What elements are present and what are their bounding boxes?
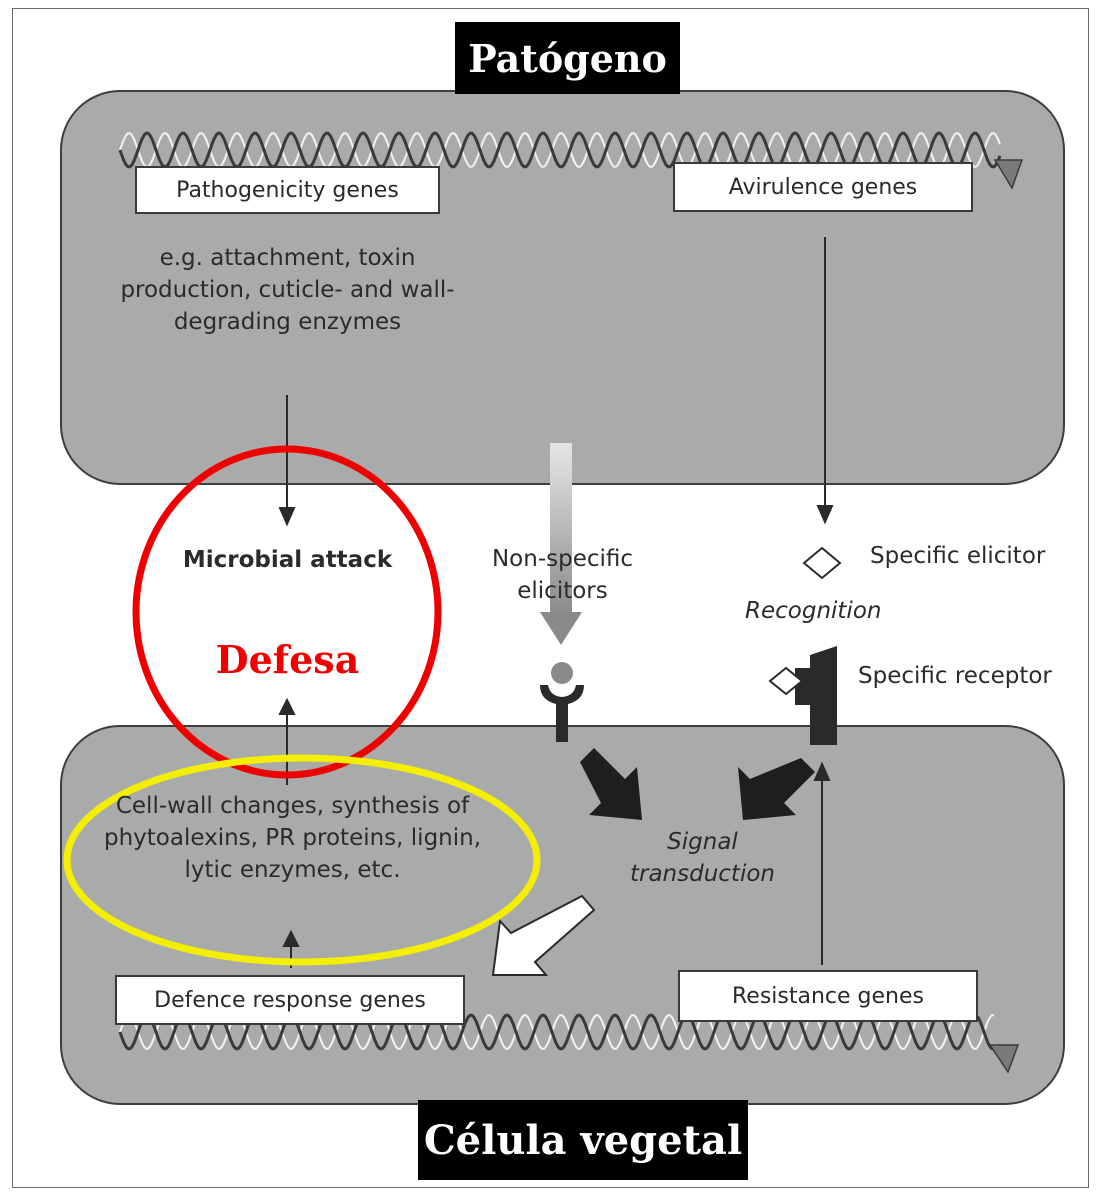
recognition-label: Recognition — [745, 598, 882, 624]
dna-strand — [118, 1013, 994, 1051]
dna-end-arrow — [993, 159, 1024, 190]
defence-products-highlight-yellow-ellipse — [63, 754, 541, 966]
figure-frame — [12, 8, 1089, 1188]
pathogenicity-genes-box: Pathogenicity genes — [135, 166, 440, 214]
receptor-to-signal-arrow-right — [738, 758, 815, 820]
defense-highlight-red-circle — [132, 445, 442, 779]
signal-to-defence-genes-arrow — [491, 894, 596, 976]
receptor-to-signal-arrow-left — [580, 748, 642, 820]
specific-elicitor-icon — [802, 546, 842, 580]
signal-transduction-label: Signal transduction — [629, 829, 775, 888]
specific-elicitor-label: Specific elicitor — [870, 543, 1046, 569]
dna-end-arrow — [988, 1044, 1020, 1074]
avirulence-to-elicitor-arrow — [816, 237, 834, 525]
defence-products-label: Cell-wall changes, synthesis of phytoale… — [103, 793, 482, 884]
non-specific-elicitors-label: Non-specific elicitors — [491, 546, 634, 605]
defense-annotation: Defesa — [215, 637, 360, 682]
non-specific-receptor-icon — [540, 662, 584, 742]
avirulence-genes-box: Avirulence genes — [673, 162, 973, 212]
resistance-genes-box: Resistance genes — [678, 970, 978, 1022]
specific-receptor-icon — [768, 646, 837, 745]
specific-receptor-label: Specific receptor — [858, 663, 1052, 689]
plant-cell-title: Célula vegetal — [418, 1100, 748, 1180]
dna-strand-light — [119, 132, 1001, 168]
pathogenicity-examples-label: e.g. attachment, toxin production, cutic… — [120, 245, 455, 336]
microbial-attack-label: Microbial attack — [182, 547, 393, 573]
resistance-to-receptor-arrow — [813, 761, 831, 965]
pathogenicity-to-attack-arrow — [278, 395, 296, 527]
pathogen-title: Patógeno — [455, 22, 680, 94]
defence-response-genes-box: Defence response genes — [115, 975, 465, 1025]
non-specific-elicitor-arrow — [540, 443, 582, 645]
